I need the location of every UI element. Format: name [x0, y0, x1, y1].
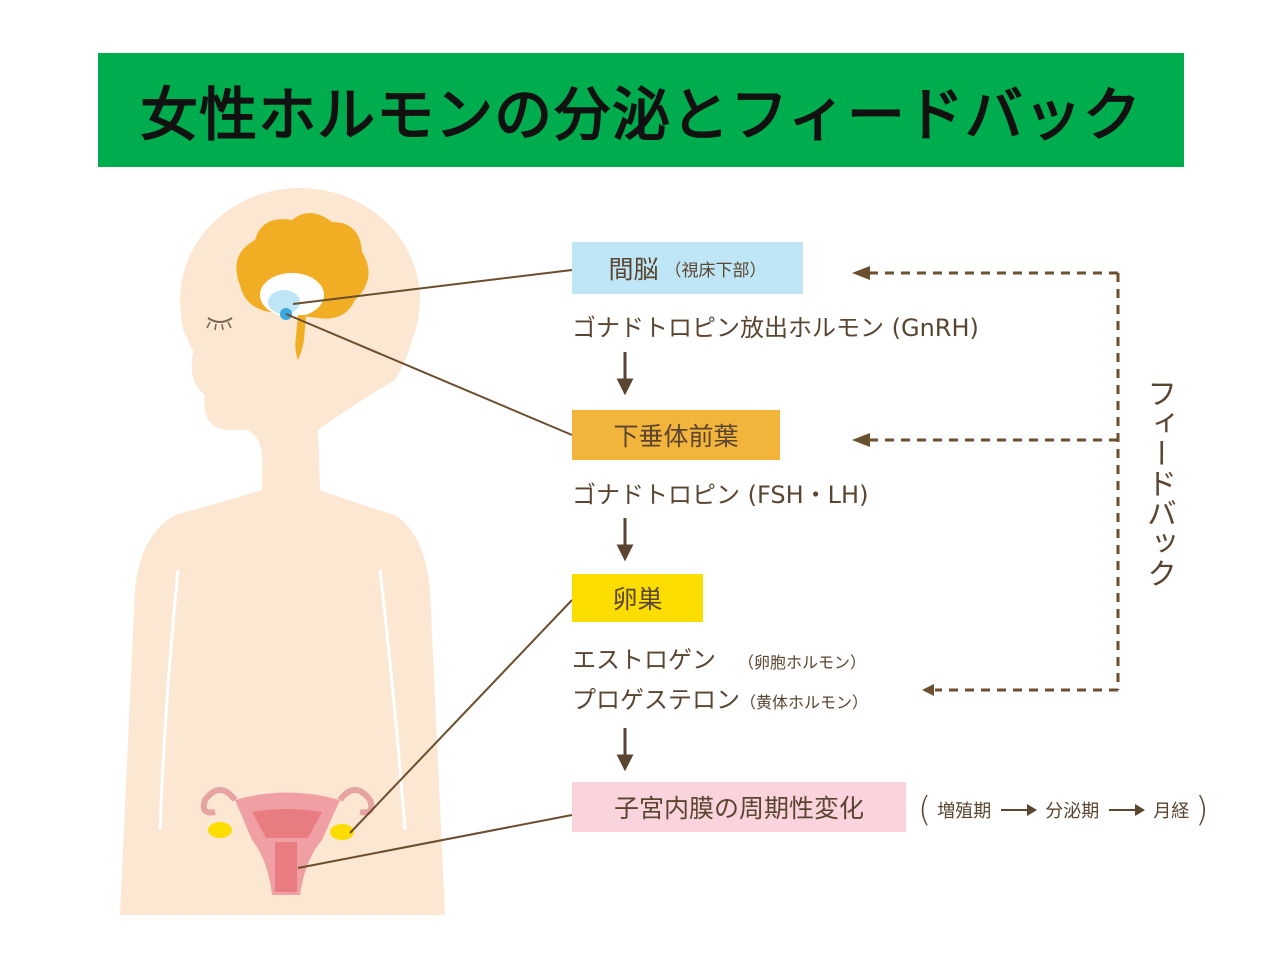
cycle-phase: 月経: [1153, 797, 1189, 823]
progesterone-note: （黄体ホルモン）: [740, 693, 868, 712]
feedback-label: フィードバック: [1141, 378, 1175, 588]
arrow-right-icon: [1109, 809, 1143, 811]
endometrium-box: 子宮内膜の周期性変化: [572, 782, 906, 832]
gonadotropin-label: ゴナドトロピン (FSH・LH): [572, 475, 868, 510]
endometrium-label: 子宮内膜の周期性変化: [614, 789, 864, 825]
pituitary-label: 下垂体前葉: [613, 417, 738, 453]
hypothalamus-sublabel: （視床下部）: [665, 256, 767, 281]
progesterone-label: プロゲステロン: [572, 686, 740, 714]
cycle-phase: 増殖期: [937, 797, 991, 823]
estrogen-note: （卵胞ホルモン）: [738, 653, 866, 672]
cycle-close-paren: ): [1195, 790, 1208, 830]
ovary-box: 卵巣: [572, 574, 703, 622]
estrogen-row: エストロゲン （卵胞ホルモン）: [572, 640, 866, 675]
cycle-phase: 分泌期: [1045, 797, 1099, 823]
cycle-open-paren: (: [918, 790, 931, 830]
hypothalamus-box: 間脳 （視床下部）: [572, 242, 803, 294]
estrogen-label: エストロゲン: [572, 646, 716, 674]
pituitary-box: 下垂体前葉: [572, 410, 780, 460]
arrow-right-icon: [1001, 809, 1035, 811]
ovary-label: 卵巣: [612, 580, 662, 616]
progesterone-row: プロゲステロン（黄体ホルモン）: [572, 680, 868, 715]
gnrh-label: ゴナドトロピン放出ホルモン (GnRH): [572, 308, 979, 343]
cycle-phases: ( 増殖期 分泌期 月経 ): [918, 790, 1209, 830]
hypothalamus-label: 間脳: [608, 250, 658, 286]
